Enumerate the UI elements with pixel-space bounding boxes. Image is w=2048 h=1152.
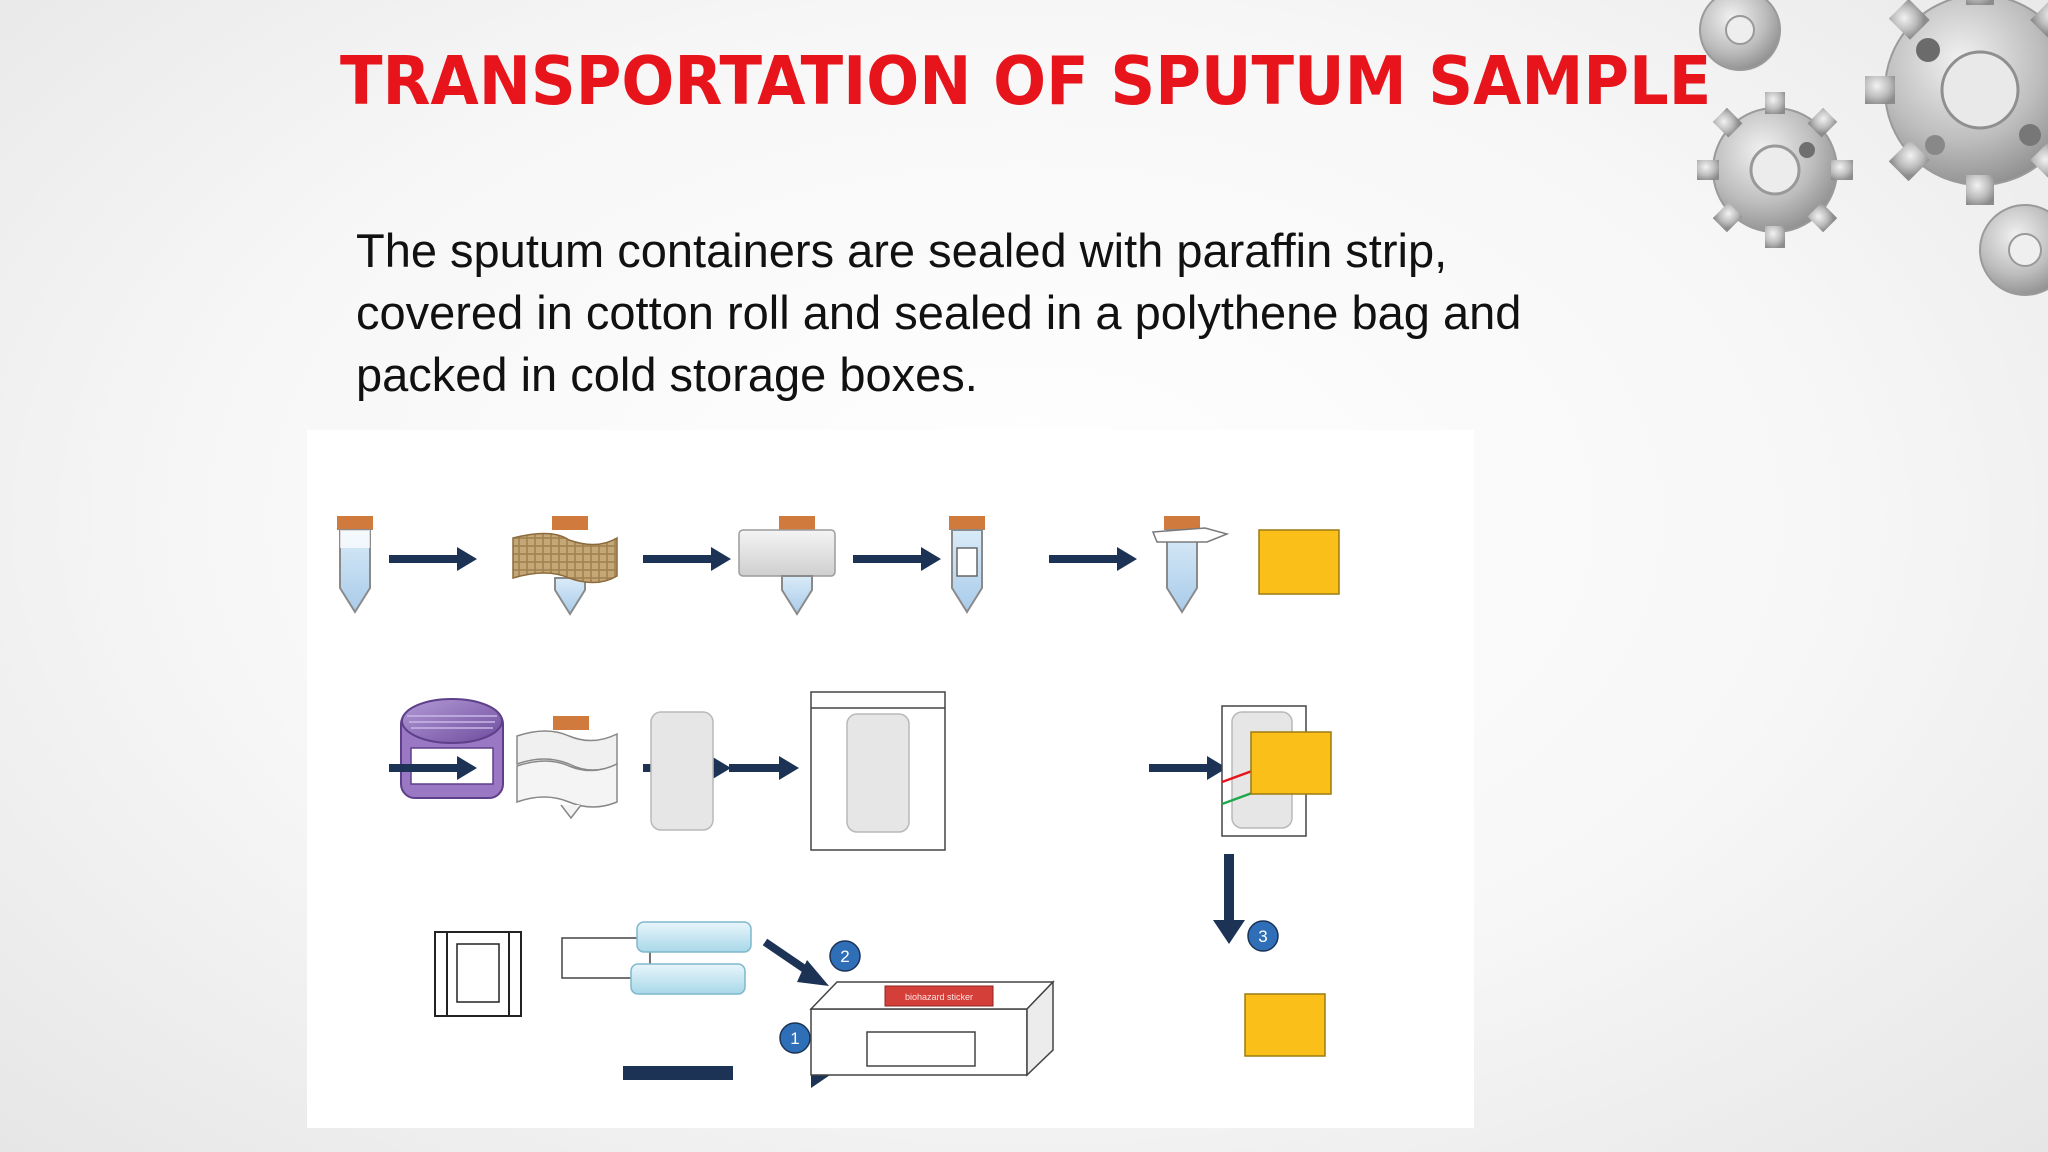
arrow-right-icon xyxy=(729,756,799,780)
sputum-tube xyxy=(337,516,373,614)
arrow-right-icon xyxy=(853,547,941,571)
gear-icon xyxy=(1699,0,1781,71)
step-badge-2: 2 xyxy=(829,940,861,972)
slide-title: TRANSPORTATION OF SPUTUM SAMPLE xyxy=(340,42,1712,120)
arrow-down-icon xyxy=(1213,854,1245,944)
placeholder-square xyxy=(1244,993,1326,1057)
ice-pack xyxy=(630,963,746,995)
tube-paraffin-sealed xyxy=(1151,516,1230,614)
step-badge-1: 1 xyxy=(779,1022,811,1054)
badge-label: 1 xyxy=(790,1029,799,1048)
gear-icon xyxy=(1865,0,2048,205)
body-line: covered in cotton roll and sealed in a p… xyxy=(356,286,1522,339)
ice-pack xyxy=(636,921,752,953)
tube-cotton-roll xyxy=(738,516,836,616)
arrow-right-icon xyxy=(389,756,477,780)
container-cotton-wrapped xyxy=(516,716,618,820)
body-line: packed in cold storage boxes. xyxy=(356,348,978,401)
placeholder-square xyxy=(1250,731,1332,795)
packaging-diagram: 2 3 1 biohazard sticker xyxy=(337,516,1340,1088)
placeholder-square xyxy=(1258,529,1340,595)
gears-decoration xyxy=(1697,0,2048,296)
cold-storage-box: biohazard sticker xyxy=(809,980,1055,1077)
cold-storage-box-outline xyxy=(434,931,522,1017)
slide-body-text: The sputum containers are sealed with pa… xyxy=(356,220,1716,406)
packaging-diagram-panel: 2 3 1 biohazard sticker xyxy=(307,430,1474,1128)
cotton-roll-package xyxy=(650,711,714,831)
tube-wrapped-paraffin xyxy=(512,516,618,616)
body-line: The sputum containers are sealed with pa… xyxy=(356,224,1448,277)
polythene-bag xyxy=(810,691,946,851)
badge-label: 2 xyxy=(840,947,849,966)
gear-icon xyxy=(1697,92,1853,248)
sputum-jar xyxy=(400,698,504,799)
arrow-right-icon xyxy=(623,1058,833,1088)
arrow-right-icon xyxy=(389,547,477,571)
arrow-right-icon xyxy=(1049,547,1137,571)
arrow-right-icon xyxy=(643,547,731,571)
arrow-diagonal-icon xyxy=(762,938,829,986)
tube-labelled xyxy=(949,516,985,614)
badge-label: 3 xyxy=(1258,927,1267,946)
arrow-right-icon xyxy=(1149,756,1227,780)
gear-icon xyxy=(1979,204,2048,296)
step-badge-3: 3 xyxy=(1247,920,1279,952)
biohazard-sticker-label: biohazard sticker xyxy=(905,992,973,1002)
